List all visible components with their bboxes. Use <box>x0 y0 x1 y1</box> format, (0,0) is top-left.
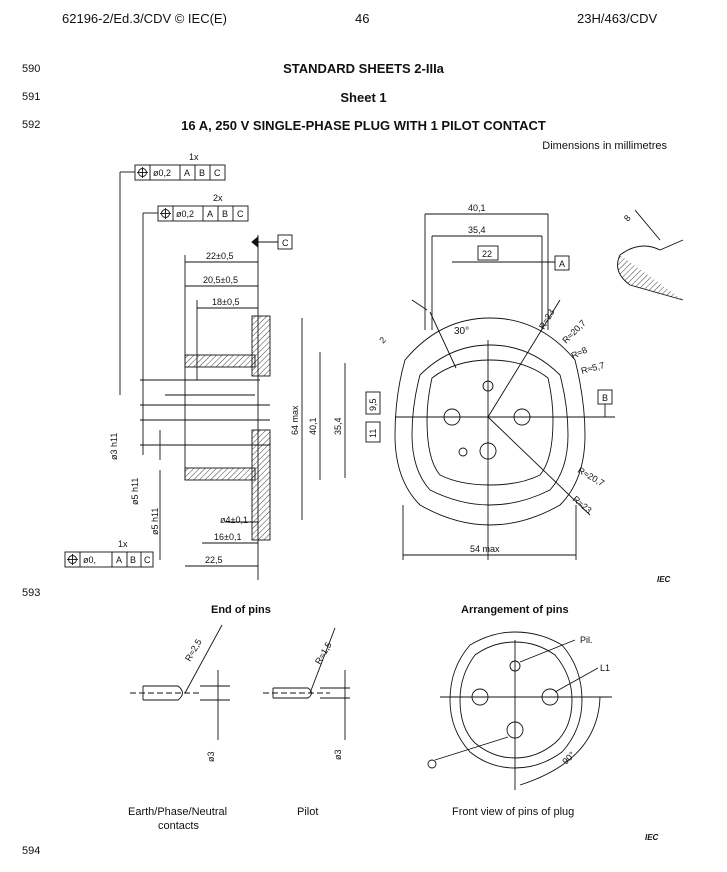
tolerance-frame-2x: 2x ø0,2 A B C <box>142 193 249 455</box>
datum-b: B <box>130 555 136 565</box>
dim-h11-5a: ø5 h11 <box>130 478 140 505</box>
datum-b-label: B <box>602 393 608 403</box>
datum-a: A <box>116 555 122 565</box>
iec-mark-1: IEC <box>657 575 671 584</box>
dim-22: 22±0,5 <box>206 251 233 261</box>
page-number: 46 <box>355 11 370 26</box>
top-dim-35-4: 35,4 <box>468 225 486 235</box>
standard-title: STANDARD SHEETS 2-IIIa <box>283 61 444 76</box>
caption-front: Front view of pins of plug <box>452 806 574 818</box>
caption-contacts: contacts <box>158 820 199 832</box>
line-number: 590 <box>22 63 41 75</box>
dim-40-1: 40,1 <box>308 417 318 435</box>
r-20-7b: R≈20,7 <box>576 465 606 488</box>
dim-20-5: 20,5±0,5 <box>203 275 238 285</box>
dim-h11-5b: ø5 h11 <box>150 508 160 535</box>
caption-earth: Earth/Phase/Neutral <box>128 806 227 818</box>
top-dim-40-1: 40,1 <box>468 203 486 213</box>
r-5-7: R≈5,7 <box>580 360 606 376</box>
datum-c: C <box>237 209 244 219</box>
datum-c-label: C <box>282 238 289 248</box>
r-23b: R≈23 <box>571 494 594 515</box>
end-of-pins-title: End of pins <box>211 604 271 616</box>
l1-label: L1 <box>600 663 610 673</box>
plug-body-section <box>140 315 271 541</box>
d-3-earth: ø3 <box>206 751 216 762</box>
dim-9-5: 9,5 <box>368 398 378 411</box>
caption-pilot: Pilot <box>297 806 318 818</box>
datum-b: B <box>199 168 205 178</box>
r-20-7: R≈20,7 <box>560 318 588 346</box>
plug-front-view <box>394 317 615 560</box>
plug-title: 16 A, 250 V SINGLE-PHASE PLUG WITH 1 PIL… <box>181 118 546 133</box>
datum-c: C <box>214 168 221 178</box>
r-2-5: R≈2,5 <box>183 637 204 663</box>
dim-h11-3: ø3 h11 <box>109 433 119 460</box>
dim-2: 2 <box>377 335 388 346</box>
d-3-pilot: ø3 <box>333 749 343 760</box>
pins-arrangement-view: Pil. L1 90° <box>427 631 612 790</box>
datum-a: A <box>207 209 213 219</box>
line-number: 594 <box>22 845 41 857</box>
tol-value-bottom: ø0, <box>83 555 96 565</box>
dim-16: 16±0,1 <box>214 532 241 542</box>
dim-54: 54 max <box>470 544 500 554</box>
detail-8: 8 <box>622 213 633 223</box>
line-number: 591 <box>22 91 41 103</box>
dim-35-4: 35,4 <box>333 417 343 435</box>
doc-id: 62196-2/Ed.3/CDV © IEC(E) <box>62 11 227 26</box>
datum-a: A <box>184 168 190 178</box>
r-8: R≈8 <box>570 345 589 361</box>
tol-label-2x: 2x <box>213 193 223 203</box>
dim-18: 18±0,5 <box>212 297 239 307</box>
dim-64: 64 max <box>290 405 300 435</box>
detail-view: 8 <box>617 209 684 301</box>
dimensions-note: Dimensions in millimetres <box>542 140 667 152</box>
r-1-5: R≈1,5 <box>313 640 334 666</box>
angle-90: 90° <box>560 749 577 766</box>
doc-code: 23H/463/CDV <box>577 11 658 26</box>
iec-mark-2: IEC <box>645 833 659 842</box>
datum-b: B <box>222 209 228 219</box>
top-dim-22: 22 <box>482 249 492 259</box>
sheet-title: Sheet 1 <box>340 90 387 105</box>
pilot-pin-end: R≈1,5 ø3 <box>263 627 350 760</box>
dim-4: ø4±0,1 <box>220 515 248 525</box>
tol-label-1x-bottom: 1x <box>118 539 128 549</box>
tol-value: ø0,2 <box>153 168 171 178</box>
tolerance-frame-1x: 1x ø0,2 A B C <box>119 152 226 395</box>
arrangement-title: Arrangement of pins <box>461 604 569 616</box>
datum-c: C <box>144 555 151 565</box>
dim-22-5: 22,5 <box>205 555 223 565</box>
line-number: 592 <box>22 119 41 131</box>
tol-label-1x: 1x <box>189 152 199 162</box>
dim-11: 11 <box>368 429 378 438</box>
datum-a-label: A <box>559 259 565 269</box>
pil-label: Pil. <box>580 635 593 645</box>
earth-pin-end: R≈2,5 ø3 <box>130 624 230 762</box>
angle-30: 30° <box>454 326 469 337</box>
tol-value: ø0,2 <box>176 209 194 219</box>
line-number: 593 <box>22 587 41 599</box>
